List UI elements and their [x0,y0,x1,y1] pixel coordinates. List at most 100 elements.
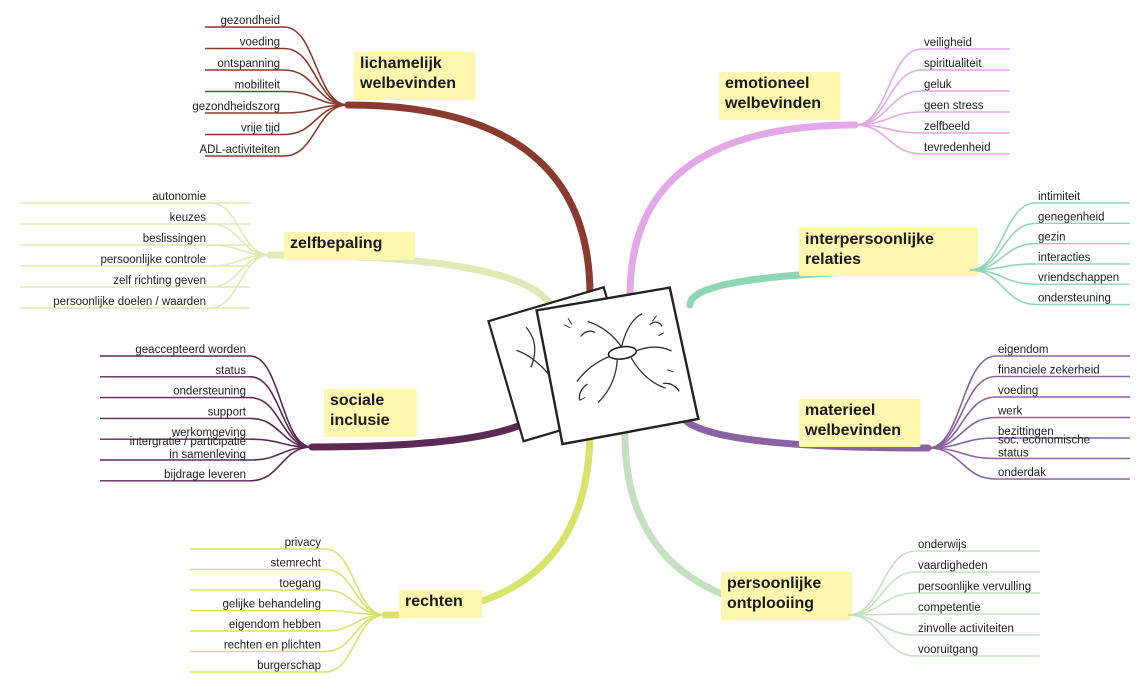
branch-sociale-leaf: geaccepteerd worden [135,344,246,356]
branch-persoonlijk-title-highlight [721,572,853,620]
branch-sociale-connector [249,355,313,448]
branch-zelfbepaling-leaf: keuzes [170,212,207,224]
branch-lichamelijk-title-highlight [354,52,476,100]
branch-emotioneel-leaf: spiritualiteit [924,58,982,70]
branch-persoonlijk-leaf: zinvolle activiteiten [918,623,1014,635]
branch-sociale-title-line: inclusie [330,412,390,429]
branch-sociale-leaf: ondersteuning [173,386,246,398]
branch-sociale-title-line: sociale [330,392,384,409]
branch-materieel-connector [927,396,997,449]
branch-lichamelijk-leaf: vrije tijd [241,123,280,135]
branch-emotioneel-main-curve-inner [628,123,857,297]
branch-rechten: rechten privacy stemrecht toegang gelijke be… [190,537,483,673]
branch-lichamelijk-connector [283,26,349,106]
branch-emotioneel-leaf: zelfbeeld [924,121,970,133]
branches: lichamelijk welbevinden gezondheid voeding o… [20,15,1130,673]
branch-rechten-leaf: burgerschap [257,660,321,672]
branch-lichamelijk: lichamelijkwelbevindengezondheidvoedingo… [192,15,476,157]
branch-materieel-leaf: financiele zekerheid [998,365,1100,377]
branch-emotioneel-connector [854,69,923,126]
branch-lichamelijk-leaf: ADL-activiteiten [199,144,280,156]
branch-zelfbepaling-leaf: beslissingen [143,233,206,245]
branch-rechten-connector [324,568,386,616]
branch-materieel: materieel welbevinden eigendom financiele z… [799,344,1130,480]
branch-emotioneel-connector [854,48,923,126]
branch-rechten-leaf: toegang [279,578,321,590]
branch-emotioneel-title-highlight [719,72,841,120]
branch-sociale-leaf: support [208,406,247,418]
branch-materieel-leaf: voeding [998,385,1038,397]
branch-interpersoonlijk-connector [969,222,1037,271]
branch-materieel-title-line: materieel [805,402,875,419]
branch-sociale-connector [249,376,313,448]
branch-materieel-leaf: bezittingen [998,426,1054,438]
branch-materieel-title-line: welbevinden [804,422,901,439]
branch-zelfbepaling-leaf: persoonlijke controle [101,254,206,266]
branch-persoonlijk-leaf: vooruitgang [918,644,978,656]
branch-lichamelijk-leaf: gezondheid [221,15,280,27]
branch-persoonlijk-connector [847,550,917,616]
branch-rechten-main-curve [381,426,594,619]
branch-emotioneel: emotioneelwelbevindenveiligheidspiritual… [719,37,1010,155]
branch-lichamelijk-main-curve-inner [346,103,592,297]
branch-lichamelijk-leaf: voeding [240,37,280,49]
branch-sociale-leaf: bijdrage leveren [164,469,246,481]
branch-sociale-leaf: status [215,365,246,377]
branch-rechten-connector [324,614,386,653]
branch-persoonlijk-connector [847,614,917,636]
branch-rechten-leaf: gelijke behandeling [223,599,321,611]
branch-materieel-leaf: onderdak [998,467,1046,479]
branch-persoonlijk-leaf: vaardigheden [918,560,988,572]
branch-rechten-leaf: stemrecht [271,558,322,570]
branch-materieel-leaf: eigendom [998,344,1049,356]
branch-zelfbepaling-main-curve-inner [268,253,557,322]
branch-lichamelijk-leaf: gezondheidszorg [192,101,280,113]
branch-interpersoonlijk-leaf: vriendschappen [1038,272,1119,284]
branch-interpersoonlijk-connector [969,202,1037,271]
branch-sociale: sociale inclusie geaccepteerd worden status… [100,344,417,482]
branch-persoonlijk-connector [847,592,917,616]
branch-rechten-connector [324,548,386,616]
branch-zelfbepaling-leaf: persoonlijke doelen / waarden [53,296,206,308]
branch-interpersoonlijk-connector [969,269,1037,306]
branch-sociale-title-highlight [324,389,417,437]
branch-zelfbepaling-title-highlight [284,232,416,260]
branch-rechten-leaf: privacy [285,537,322,549]
branch-emotioneel-title-line: welbevinden [724,95,821,112]
branch-zelfbepaling-title-line: zelfbepaling [290,235,382,252]
branch-interpersoonlijk-title-line: interpersoonlijke [805,231,934,248]
branch-rechten-leaf: eigendom hebben [229,619,321,631]
branch-zelfbepaling-leaf: autonomie [152,191,206,203]
branch-emotioneel-leaf: tevredenheid [924,142,991,154]
branch-materieel-leaf: werk [997,406,1023,418]
branch-persoonlijk-leaf: persoonlijke vervulling [918,581,1031,593]
branch-zelfbepaling-connector [209,202,271,256]
branch-interpersoonlijk-title-line: relaties [805,251,861,268]
branch-interpersoonlijk-leaf: gezin [1038,232,1066,244]
branch-zelfbepaling-leaf: zelf richting geven [113,275,206,287]
branch-persoonlijk-connector [847,614,917,657]
branch-lichamelijk-connector [283,104,349,157]
branch-interpersoonlijk-leaf: intimiteit [1038,191,1081,203]
branch-interpersoonlijk-title-highlight [799,228,979,276]
branch-emotioneel-connector [854,124,923,155]
branch-rechten-title-highlight [399,590,483,618]
branch-emotioneel-leaf: geen stress [924,100,984,112]
branch-interpersoonlijk-leaf: ondersteuning [1038,293,1111,305]
branch-sociale-leaf: werkomgeving [171,427,246,439]
branch-materieel-title-highlight [799,399,921,447]
branch-zelfbepaling: zelfbepaling autonomie keuzes beslissingen p… [20,191,416,309]
branch-materieel-connector [927,375,997,449]
branch-zelfbepaling-main-curve [266,251,559,324]
branch-rechten-title-line: rechten [405,593,463,610]
branch-materieel-connector [927,355,997,449]
branch-persoonlijk-leaf: onderwijs [918,539,967,551]
branch-persoonlijk: persoonlijkeontplooiingonderwijsvaardigh… [721,539,1040,657]
branch-rechten-leaf: rechten en plichten [224,640,321,652]
branch-lichamelijk-title-line: lichamelijk [360,55,442,72]
branch-interpersoonlijk-leaf: interacties [1038,252,1091,264]
branch-lichamelijk-leaf: mobiliteit [235,80,281,92]
branch-zelfbepaling-connector [209,254,271,309]
